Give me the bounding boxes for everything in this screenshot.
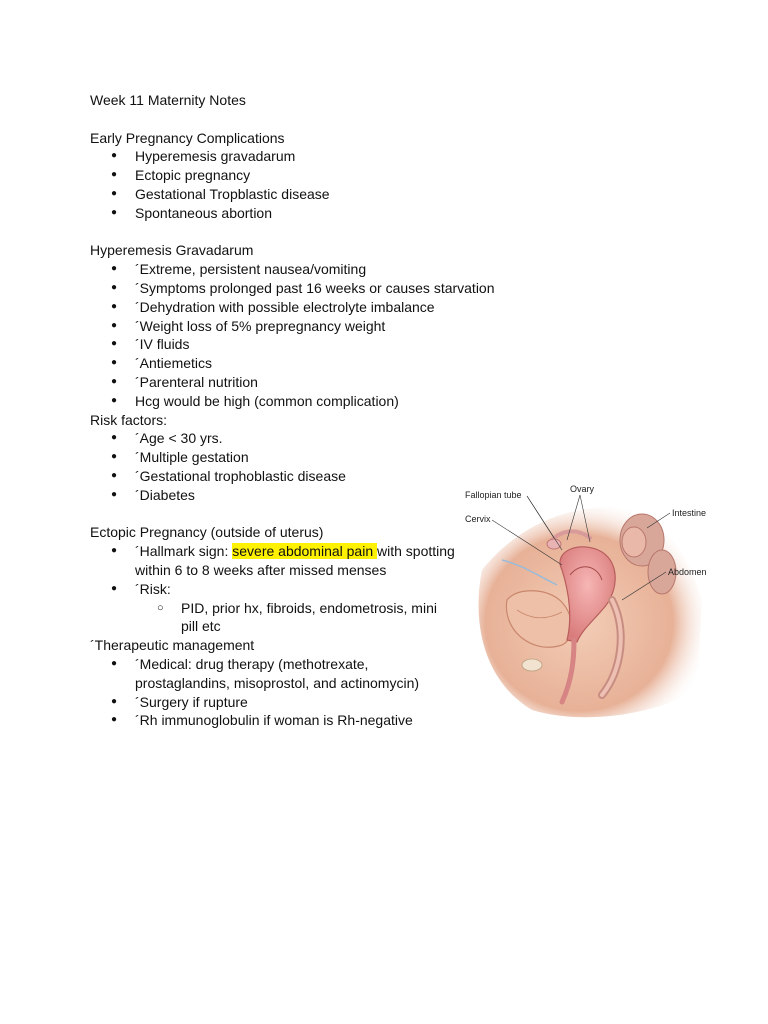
list-item: ´Symptoms prolonged past 16 weeks or cau… [90,279,510,298]
hyperemesis-list: ´Extreme, persistent nausea/vomiting ´Sy… [90,260,510,410]
list-item: ´Antiemetics [90,354,510,373]
label-ovary: Ovary [570,484,595,494]
spacer [90,110,510,129]
fallopian-tube-shape [550,529,592,542]
list-item: Hyperemesis gravadarum [90,147,510,166]
label-cervix: Cervix [465,514,491,524]
label-abdomen: Abdomen [668,567,707,577]
hallmark-suffix: with spotting within 6 to 8 weeks after … [135,543,455,578]
risk-factors-heading: Risk factors: [90,411,168,428]
risk-detail-item: PID, prior hx, fibroids, endometrosis, m… [90,599,455,637]
list-item: ´Medical: drug therapy (methotrexate, pr… [90,655,425,693]
notes-body: Week 11 Maternity Notes Early Pregnancy … [90,91,510,730]
ectopic-list: ´Hallmark sign: severe abdominal pain wi… [90,542,455,636]
list-item: ´Rh immunoglobulin if woman is Rh-negati… [90,711,425,730]
list-item: ´Age < 30 yrs. [90,429,510,448]
pubic-bone-shape [521,658,543,672]
list-item: Ectopic pregnancy [90,166,510,185]
list-item: Spontaneous abortion [90,204,510,223]
risk-factors-list: ´Age < 30 yrs. ´Multiple gestation ´Gest… [90,429,510,504]
list-item: ´Dehydration with possible electrolyte i… [90,298,510,317]
list-item: ´Multiple gestation [90,448,510,467]
hyperemesis-heading: Hyperemesis Gravadarum [90,242,254,259]
label-fallopian-tube: Fallopian tube [465,490,522,500]
intestine-shape [619,513,677,595]
list-item: ´Parenteral nutrition [90,373,510,392]
list-item: ´Extreme, persistent nausea/vomiting [90,260,510,279]
spacer [90,223,510,242]
highlighted-text: severe abdominal pain [232,543,378,560]
therapeutic-list: ´Medical: drug therapy (methotrexate, pr… [90,655,425,730]
list-item: Hcg would be high (common complication) [90,392,510,411]
list-item: ´IV fluids [90,335,510,354]
list-item: ´Gestational trophoblastic disease [90,467,510,486]
leader-lines [491,494,671,601]
ectopic-heading: Ectopic Pregnancy (outside of uterus) [90,524,324,541]
list-item: Gestational Tropblastic disease [90,185,510,204]
hallmark-sign-item: ´Hallmark sign: severe abdominal pain wi… [90,542,455,580]
early-complications-list: Hyperemesis gravadarum Ectopic pregnancy… [90,147,510,222]
risk-item: ´Risk: PID, prior hx, fibroids, endometr… [90,580,455,636]
risk-sublist: PID, prior hx, fibroids, endometrosis, m… [90,599,455,637]
anatomy-drawing: Ovary Fallopian tube Cervix Intestine Ab… [465,484,707,718]
label-intestine: Intestine [672,508,706,518]
list-item: ´Diabetes [90,486,510,505]
vagina-shape [559,637,577,705]
therapeutic-heading: ´Therapeutic management [90,637,255,654]
hallmark-prefix: ´Hallmark sign: [135,543,233,560]
document-title: Week 11 Maternity Notes [90,92,246,108]
ovary-shape [546,538,562,550]
early-complications-heading: Early Pregnancy Complications [90,129,285,146]
list-item: ´Surgery if rupture [90,693,425,712]
pelvic-anatomy-illustration: Ovary Fallopian tube Cervix Intestine Ab… [462,480,708,720]
list-item: ´Weight loss of 5% prepregnancy weight [90,317,510,336]
spacer [90,505,510,524]
risk-label: ´Risk: [135,580,171,597]
